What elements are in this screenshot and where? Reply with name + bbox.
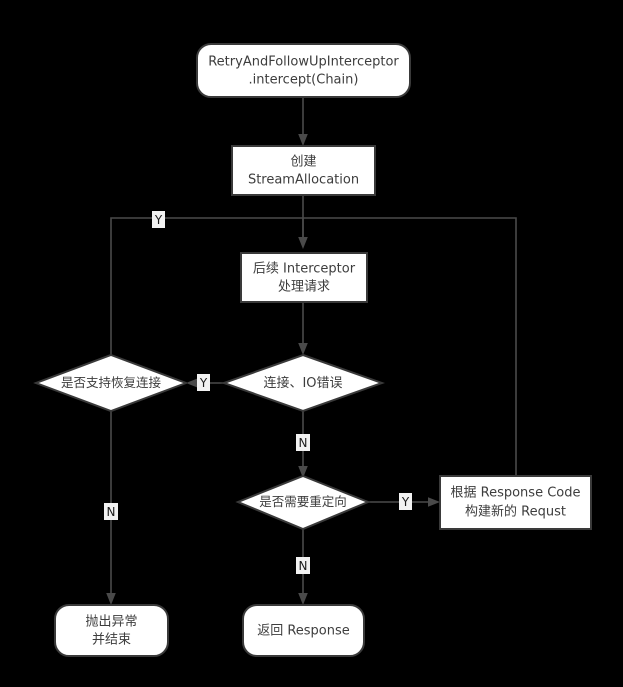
node-throw-line1: 抛出异常 — [85, 615, 137, 630]
node-next-interceptor-line2: 处理请求 — [278, 280, 330, 295]
edge-start-to-create — [298, 97, 308, 146]
edge-label-text: Y — [199, 376, 208, 390]
node-start-line1: RetryAndFollowUpInterceptor — [208, 55, 399, 70]
node-create-stream-allocation[interactable]: 创建 StreamAllocation — [231, 145, 376, 196]
edge-label-recover-yes-loop: Y — [152, 211, 165, 228]
node-start[interactable]: RetryAndFollowUpInterceptor .intercept(C… — [196, 43, 411, 98]
node-start-line2: .intercept(Chain) — [249, 73, 359, 88]
node-support-recover-decision[interactable]: 是否支持恢复连接 — [33, 353, 189, 413]
edge-label-text: Y — [154, 213, 163, 227]
edge-label-redirect-no: N — [296, 557, 310, 574]
node-need-redirect-decision[interactable]: 是否需要重定向 — [235, 474, 371, 531]
node-return-response-label: 返回 Response — [257, 624, 350, 639]
node-create-line2: StreamAllocation — [248, 173, 359, 188]
edge-label-text: N — [299, 436, 308, 450]
node-create-line1: 创建 — [290, 155, 316, 170]
edge-next-interceptor-to-io-error — [298, 302, 308, 355]
edge-label-recover-no: N — [104, 503, 118, 520]
edge-build-request-loop-back — [303, 217, 517, 478]
node-io-error-decision[interactable]: 连接、IO错误 — [221, 353, 385, 413]
node-throw-exception[interactable]: 抛出异常 并结束 — [54, 604, 169, 657]
node-next-interceptor[interactable]: 后续 Interceptor 处理请求 — [240, 252, 368, 303]
edge-label-io-error-no: N — [296, 434, 310, 451]
edge-support-recover-yes-loop — [110, 217, 304, 355]
node-support-recover-label: 是否支持恢复连接 — [61, 375, 162, 390]
edge-label-text: N — [299, 559, 308, 573]
node-next-interceptor-line1: 后续 Interceptor — [253, 262, 356, 277]
node-build-request-line2: 构建新的 Requst — [465, 504, 566, 520]
node-io-error-label: 连接、IO错误 — [263, 375, 342, 391]
node-need-redirect-label: 是否需要重定向 — [259, 494, 347, 509]
edge-label-text: N — [107, 505, 116, 519]
edge-label-io-error-yes: Y — [197, 374, 210, 391]
node-throw-line2: 并结束 — [92, 633, 131, 648]
node-return-response[interactable]: 返回 Response — [242, 604, 365, 657]
edge-label-text: Y — [401, 495, 410, 509]
edge-label-redirect-yes: Y — [399, 493, 412, 510]
node-build-new-request[interactable]: 根据 Response Code 构建新的 Requst — [439, 475, 592, 530]
node-build-request-line1: 根据 Response Code — [451, 486, 581, 501]
